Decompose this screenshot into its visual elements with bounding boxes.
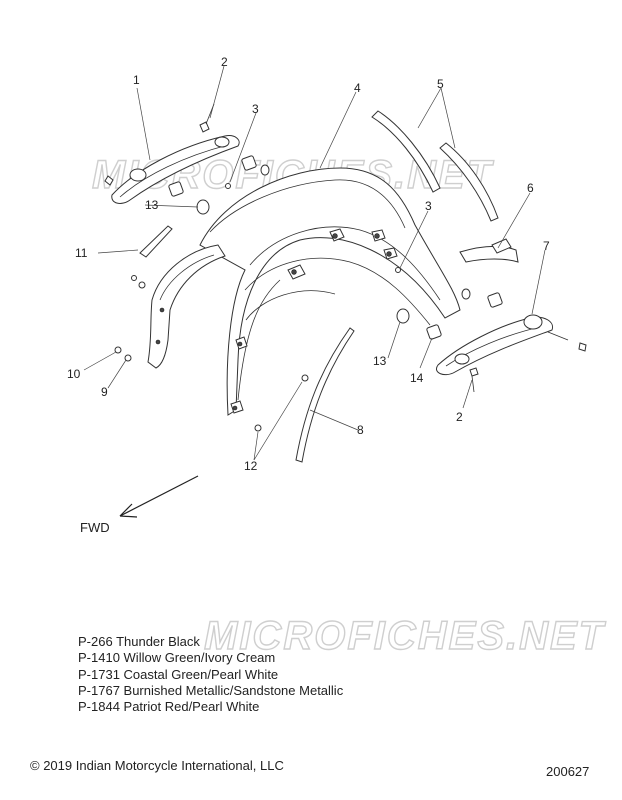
- callout-2-top: 2: [221, 55, 228, 69]
- callout-13-bottom: 13: [373, 354, 387, 368]
- trim-strip: [139, 225, 173, 258]
- callout-12: 12: [244, 459, 258, 473]
- callout-11: 11: [75, 246, 88, 260]
- callout-1: 1: [133, 73, 140, 87]
- paint-code-item: P-1767 Burnished Metallic/Sandstone Meta…: [78, 682, 344, 698]
- right-rail: [436, 314, 569, 376]
- callout-13-top: 13: [145, 198, 159, 212]
- bushings: [168, 155, 503, 340]
- fender-trim-piece: [459, 238, 519, 263]
- callout-2-bottom: 2: [456, 410, 463, 424]
- callout-9: 9: [101, 385, 108, 399]
- fasteners: [104, 103, 587, 432]
- paint-code-item: P-266 Thunder Black: [78, 634, 200, 649]
- paint-code-item: P-1410 Willow Green/Ivory Cream: [78, 650, 276, 666]
- fender-trim-strips: [371, 110, 499, 222]
- grommets: [196, 199, 410, 324]
- paint-code-item: P-1731 Coastal Green/Pearl White: [78, 666, 279, 682]
- left-side-panel: [147, 244, 226, 369]
- callout-3-right: 3: [425, 199, 432, 213]
- callout-4: 4: [354, 81, 361, 95]
- diagram-number: 200627: [546, 764, 590, 779]
- lower-trim-strip: [295, 327, 355, 463]
- forward-arrow: FWD: [80, 475, 199, 535]
- paint-code-list: P-266 Thunder Black P-1410 Willow Green/…: [78, 634, 343, 715]
- callout-14: 14: [410, 371, 424, 385]
- leader-lines: [83, 65, 546, 461]
- rear-fender: [199, 167, 461, 416]
- left-rail: [111, 135, 240, 204]
- callout-10: 10: [67, 367, 81, 381]
- callout-8: 8: [357, 423, 364, 437]
- callout-5: 5: [437, 77, 444, 91]
- callouts: 1 2 3 4 5 6 13 3 11 7 13 10 14 9 2 8 12: [67, 55, 550, 473]
- watermark-bottom: MICROFICHES.NET: [204, 614, 607, 658]
- paint-code-item: P-1844 Patriot Red/Pearl White: [78, 699, 260, 715]
- callout-3-left: 3: [252, 102, 259, 116]
- fwd-label: FWD: [80, 520, 110, 535]
- callout-6: 6: [527, 181, 534, 195]
- copyright-notice: © 2019 Indian Motorcycle International, …: [30, 758, 284, 773]
- callout-7: 7: [543, 239, 550, 253]
